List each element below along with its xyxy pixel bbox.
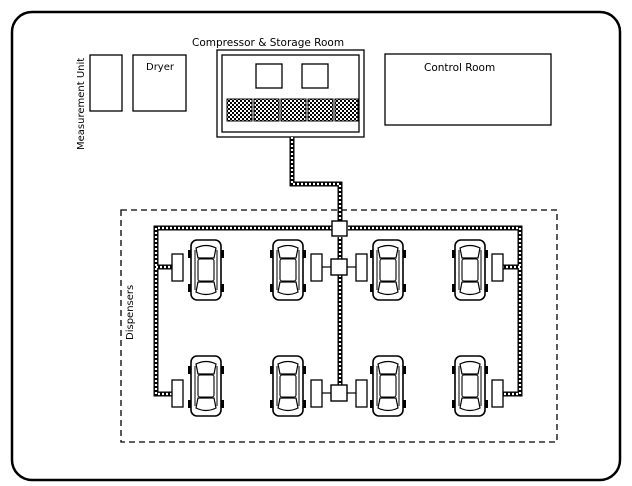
pipe-network — [153, 137, 523, 397]
dispenser-5 — [171, 379, 184, 408]
dispenser-3 — [355, 253, 368, 282]
dispenser-units — [171, 253, 504, 408]
storage-tank-4 — [307, 98, 334, 122]
car-1 — [187, 239, 225, 301]
dispenser-1 — [171, 253, 184, 282]
compressor-storage-room: Compressor & Storage Room — [192, 37, 365, 138]
control-room-box — [384, 53, 552, 126]
storage-tank-2 — [253, 98, 280, 122]
pipe-inner-main — [290, 137, 342, 228]
center-connectors — [322, 266, 356, 394]
compressor-storage-room-label: Compressor & Storage Room — [192, 37, 344, 49]
dispenser-8 — [491, 379, 504, 408]
junction-center-upper — [330, 258, 348, 276]
control-room: Control Room — [384, 53, 552, 126]
dispenser-7 — [355, 379, 368, 408]
compressor-right — [301, 63, 329, 89]
storage-tank-1 — [226, 98, 253, 122]
junction-center-lower — [330, 384, 348, 402]
car-3 — [369, 239, 407, 301]
car-5 — [187, 355, 225, 417]
control-room-label: Control Room — [424, 62, 495, 74]
storage-tank-5 — [334, 98, 359, 122]
dryer-label: Dryer — [146, 62, 175, 73]
car-2 — [269, 239, 307, 301]
pipe-inner-ring-right — [348, 226, 522, 396]
pipe-inner — [154, 137, 522, 396]
dispenser-2 — [310, 253, 323, 282]
car-4 — [451, 239, 489, 301]
dispensers-area — [120, 209, 558, 443]
compressor-left — [255, 63, 283, 89]
dispenser-6 — [310, 379, 323, 408]
storage-tank-3 — [280, 98, 307, 122]
car-8 — [451, 355, 489, 417]
measurement-unit: Measurement Unit — [76, 54, 123, 150]
measurement-unit-label: Measurement Unit — [76, 58, 87, 150]
pipe-inner-ring — [154, 226, 332, 396]
dryer: Dryer — [132, 54, 187, 112]
car-6 — [269, 355, 307, 417]
measurement-unit-box — [89, 54, 123, 112]
storage-tank-bank — [226, 98, 359, 122]
dispensers-label: Dispensers — [125, 285, 136, 340]
dispenser-4 — [491, 253, 504, 282]
car-7 — [369, 355, 407, 417]
dryer-box — [132, 54, 187, 112]
junction-top — [331, 220, 348, 237]
